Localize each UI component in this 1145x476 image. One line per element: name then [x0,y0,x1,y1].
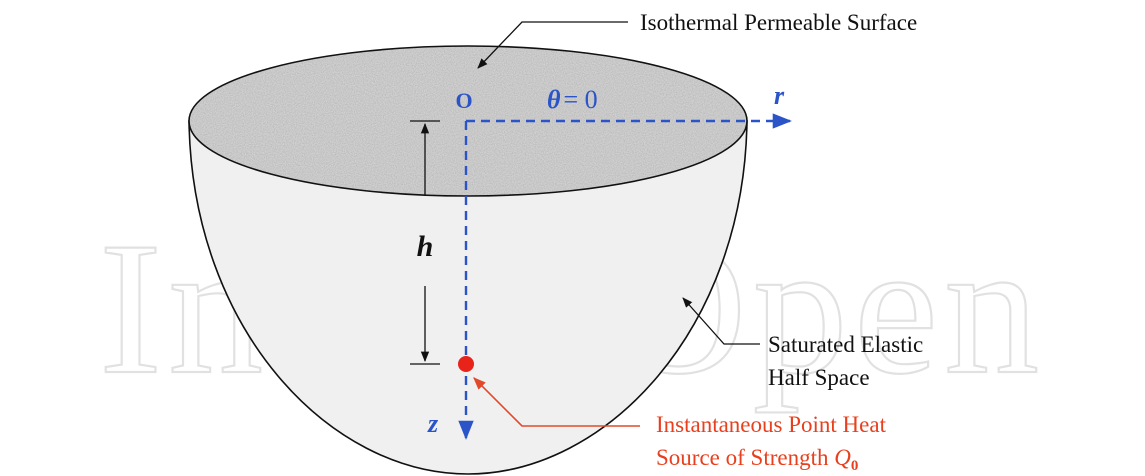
heat-source-point [458,356,474,372]
theta-value: = 0 [564,85,598,114]
source-label-prefix: Source of Strength [656,445,834,470]
surface-label: Isothermal Permeable Surface [640,10,917,35]
surface-leader [477,21,628,69]
half-space-bowl [188,120,748,475]
source-label-line2: Source of Strength Q0 [656,445,858,474]
source-leader [473,377,640,427]
depth-dimension [410,120,440,365]
depth-label: h [417,230,434,263]
source-strength-symbol: Q [834,445,851,470]
half-space-label-line1: Saturated Elastic [768,332,923,357]
source-strength-subscript: 0 [851,458,859,474]
origin-label: O [455,88,472,113]
r-axis-label: r [774,81,785,110]
theta-symbol: θ [547,85,561,114]
theta-label: θ= 0 [547,85,598,114]
half-space-label-line2: Half Space [768,365,870,390]
z-axis-label: z [427,409,439,438]
half-space-leader [682,297,760,345]
source-label-line1: Instantaneous Point Heat [656,412,887,437]
